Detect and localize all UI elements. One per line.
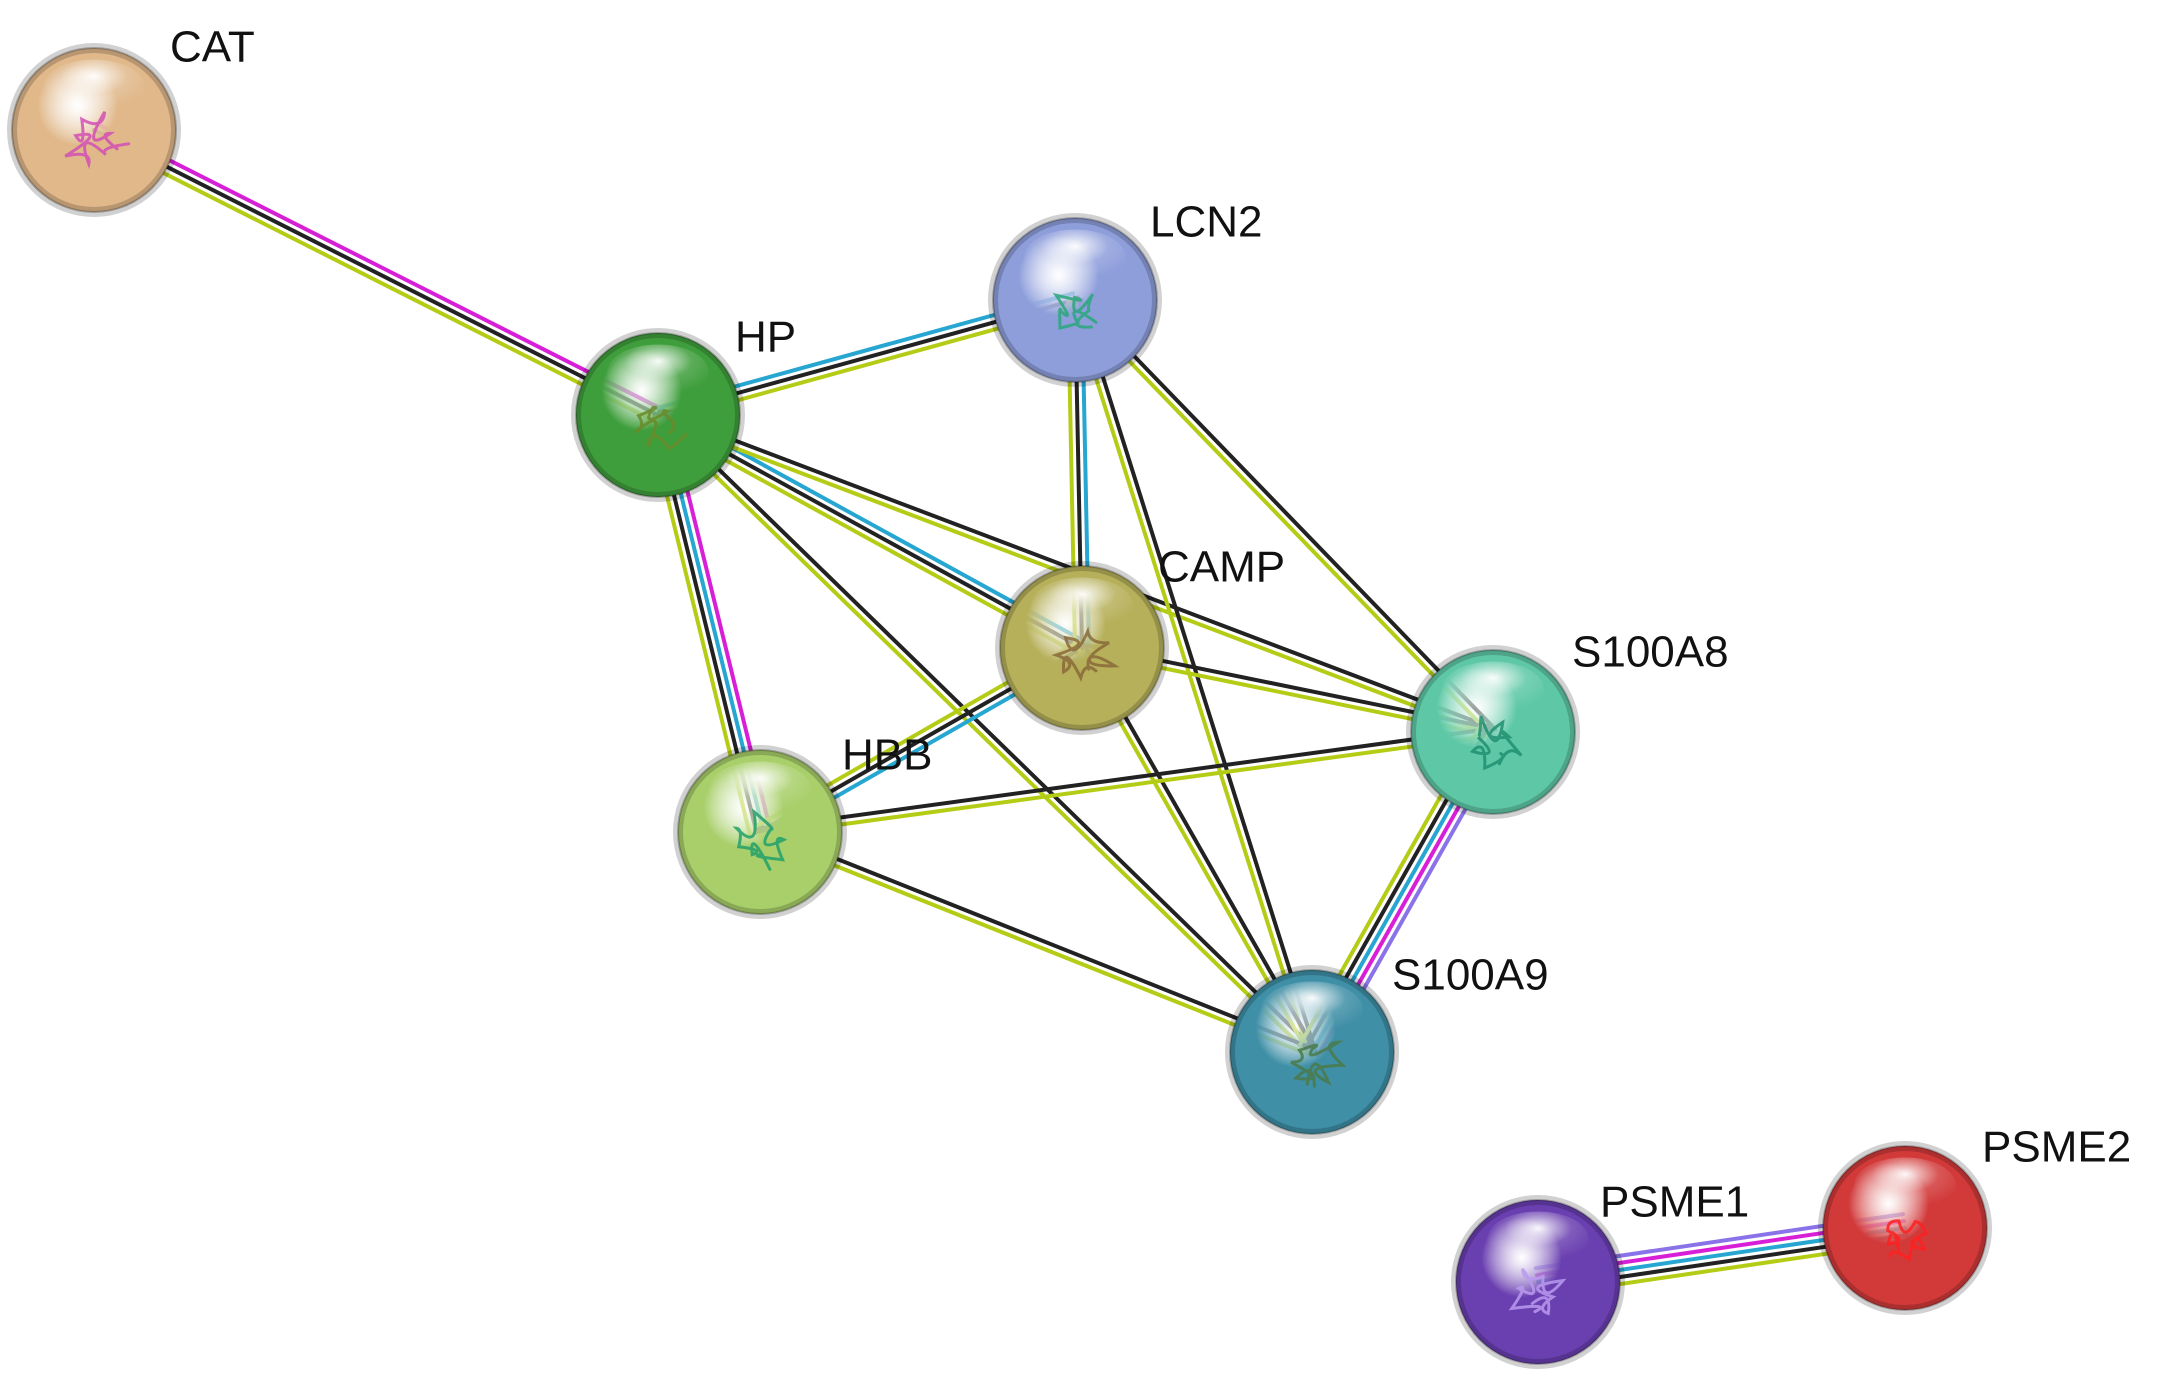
edge-evidence-textmining — [653, 415, 1312, 1057]
node-highlight — [43, 59, 145, 116]
node-rim — [7, 43, 181, 217]
node-rim — [1225, 965, 1399, 1139]
node-highlight — [709, 761, 811, 818]
protein-structure-icon — [634, 405, 688, 450]
protein-structure-icon — [1886, 1219, 1929, 1262]
node-label-psme2: PSME2 — [1982, 1123, 2131, 1172]
node-highlight — [1024, 229, 1126, 286]
node-rim — [571, 328, 745, 502]
protein-structure-icon — [64, 111, 131, 170]
node-rim — [1451, 1195, 1625, 1369]
edge-hbb-s100a9[interactable] — [756, 826, 1316, 1058]
node-s100a8[interactable] — [1406, 645, 1580, 819]
protein-structure-icon — [1508, 1268, 1567, 1316]
node-label-psme1: PSME1 — [1600, 1178, 1749, 1227]
edge-evidence-coexpression — [759, 826, 1316, 1051]
edge-evidence-coexpression — [658, 410, 1317, 1052]
node-label-hbb: HBB — [842, 731, 932, 780]
node-label-lcn2: LCN2 — [1150, 198, 1263, 247]
node-highlight — [1031, 577, 1133, 634]
node-highlight — [1487, 1211, 1589, 1268]
edge-evidence-coexpression — [92, 128, 660, 417]
node-label-s100a9: S100A9 — [1392, 951, 1549, 1000]
node-highlight — [607, 344, 709, 401]
edge-evidence-experiment — [95, 121, 664, 411]
edge-evidence-textmining — [1070, 300, 1493, 737]
edge-cat-hp[interactable] — [88, 121, 664, 424]
node-rim — [1406, 645, 1580, 819]
node-label-s100a8: S100A8 — [1572, 628, 1729, 677]
node-label-camp: CAMP — [1158, 543, 1285, 592]
node-camp[interactable] — [995, 561, 1169, 735]
protein-structure-icon — [1052, 292, 1098, 330]
edge-evidence-textmining — [88, 134, 657, 424]
node-rim — [988, 213, 1162, 387]
nodes-layer — [7, 43, 1992, 1369]
edge-evidence-textmining — [756, 833, 1313, 1058]
node-psme1[interactable] — [1451, 1195, 1625, 1369]
node-label-hp: HP — [735, 313, 796, 362]
edge-evidence-coexpression — [757, 726, 1495, 831]
node-rim — [673, 745, 847, 919]
edge-hp-s100a9[interactable] — [653, 410, 1317, 1057]
edge-evidence-textmining — [1069, 299, 1311, 1056]
node-highlight — [1442, 661, 1544, 718]
edge-lcn2-s100a8[interactable] — [1070, 295, 1498, 737]
node-hbb[interactable] — [673, 745, 847, 919]
node-highlight — [1261, 981, 1363, 1038]
node-highlight — [1854, 1157, 1956, 1214]
node-rim — [995, 561, 1169, 735]
protein-structure-icon — [1051, 626, 1120, 683]
edge-evidence-textmining — [758, 733, 1496, 838]
node-cat[interactable] — [7, 43, 181, 217]
protein-structure-icon — [1290, 1040, 1347, 1088]
node-lcn2[interactable] — [988, 213, 1162, 387]
node-psme2[interactable] — [1818, 1141, 1992, 1315]
node-s100a9[interactable] — [1225, 965, 1399, 1139]
node-hp[interactable] — [571, 328, 745, 502]
node-label-cat: CAT — [170, 23, 255, 72]
edge-evidence-coexpression — [1075, 295, 1498, 732]
node-rim — [1818, 1141, 1992, 1315]
edge-hbb-s100a8[interactable] — [757, 726, 1496, 838]
